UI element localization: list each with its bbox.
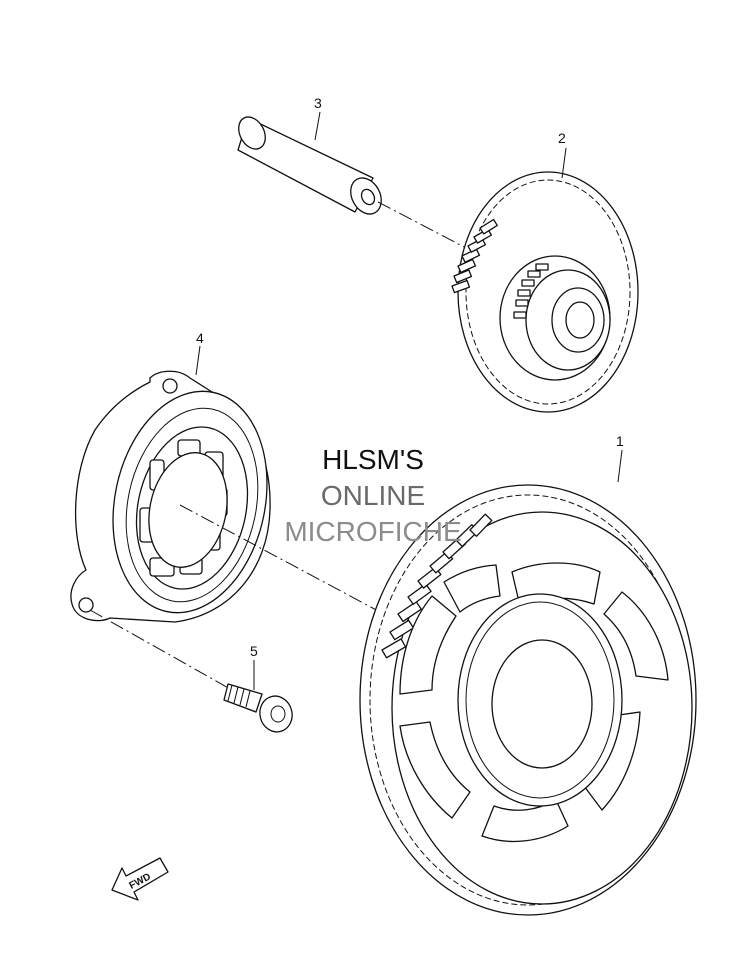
part-4-clutch-housing[interactable] — [70, 370, 287, 627]
part-3-collar[interactable] — [233, 112, 387, 219]
axis-line-bolt — [89, 609, 233, 691]
gear-1-windows — [399, 562, 669, 843]
part-5-bolt[interactable] — [223, 683, 296, 736]
watermark-line-3: MICROFICHE — [284, 516, 462, 547]
callout-5: 5 — [250, 643, 258, 659]
axis-line-collar — [377, 201, 471, 251]
watermark-line-1: HLSM'S — [322, 444, 424, 475]
gear-2-teeth — [451, 218, 498, 294]
leader-2 — [561, 147, 567, 179]
leader-4 — [195, 345, 201, 376]
watermark-line-2: ONLINE — [320, 480, 426, 511]
callout-3: 3 — [314, 95, 322, 111]
part-1-starter-gear[interactable] — [359, 484, 697, 916]
gear-1-teeth — [381, 513, 493, 659]
axis-line-clutch — [179, 504, 396, 621]
leader-3 — [314, 111, 321, 141]
callout-4: 4 — [196, 330, 204, 346]
callout-2: 2 — [558, 130, 566, 146]
leader-1 — [617, 449, 623, 483]
gear-2-splines — [513, 263, 549, 319]
fwd-arrow-icon: FWD — [111, 857, 169, 901]
callout-1: 1 — [616, 433, 624, 449]
part-2-idle-gear[interactable] — [451, 171, 639, 413]
